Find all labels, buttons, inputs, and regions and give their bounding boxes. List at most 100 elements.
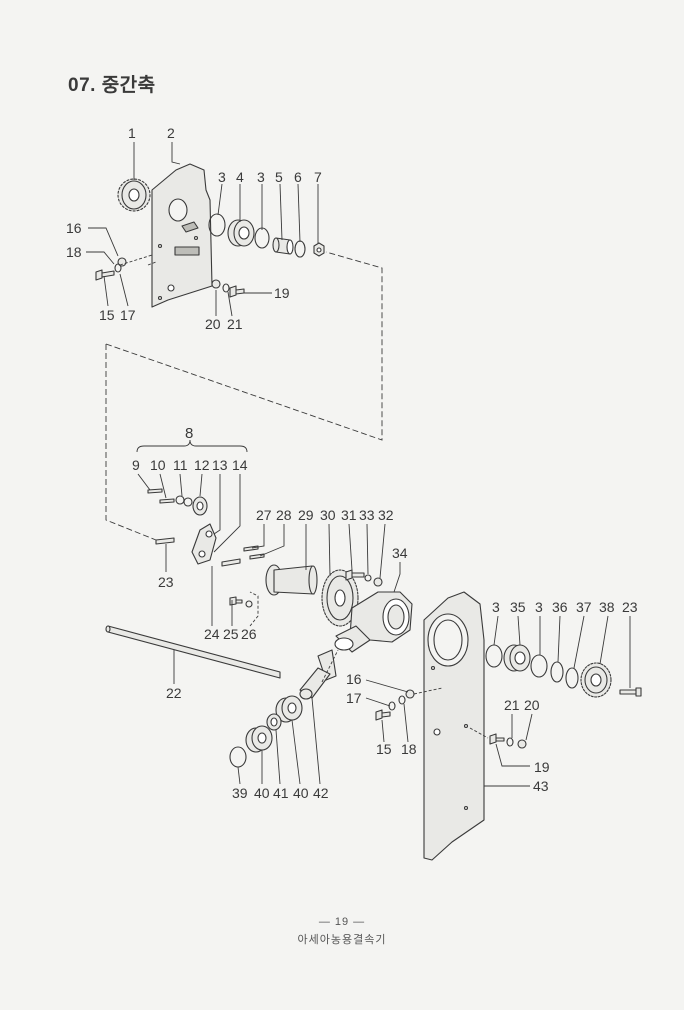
pin-23a bbox=[155, 537, 175, 545]
part-number-labels: 1 2 3 4 3 5 6 7 16 18 15 17 19 20 21 8 9… bbox=[66, 125, 638, 801]
label-18: 18 bbox=[66, 244, 82, 260]
parts-drawing bbox=[95, 163, 642, 861]
label-38: 38 bbox=[599, 599, 615, 615]
washer-6 bbox=[294, 240, 306, 258]
label-6: 6 bbox=[294, 169, 302, 185]
label-2: 2 bbox=[167, 125, 175, 141]
washer-26 bbox=[245, 600, 253, 608]
gear-1 bbox=[117, 178, 151, 212]
label-34: 34 bbox=[392, 545, 408, 561]
label-11: 11 bbox=[173, 457, 188, 473]
section-title: 07. 중간축 bbox=[68, 75, 156, 96]
label-30: 30 bbox=[320, 507, 336, 523]
washer-18 bbox=[114, 263, 122, 273]
ring-37 bbox=[565, 667, 579, 689]
snap-ring-3a bbox=[208, 213, 226, 237]
label-20b: 20 bbox=[524, 697, 540, 713]
label-19b: 19 bbox=[534, 759, 550, 775]
bushing-5 bbox=[272, 237, 294, 255]
hub-29 bbox=[265, 564, 318, 596]
nut-32 bbox=[373, 577, 383, 587]
label-20: 20 bbox=[205, 316, 221, 332]
label-17: 17 bbox=[120, 307, 136, 323]
bearing-40a bbox=[275, 695, 303, 723]
pin-24 bbox=[221, 558, 241, 567]
nut-20 bbox=[211, 279, 221, 289]
label-23b: 23 bbox=[622, 599, 638, 615]
washer-21b bbox=[506, 737, 514, 747]
pin-27 bbox=[243, 545, 259, 552]
bolt-25 bbox=[229, 596, 243, 606]
label-43: 43 bbox=[533, 778, 549, 794]
bearing-4 bbox=[227, 219, 255, 247]
label-21b: 21 bbox=[504, 697, 520, 713]
leader-lines bbox=[86, 142, 631, 787]
washer-18b bbox=[398, 695, 406, 705]
lever-arm-13 bbox=[191, 523, 217, 565]
bevel-pinion-42 bbox=[299, 649, 337, 700]
label-8: 8 bbox=[185, 425, 193, 442]
label-21: 21 bbox=[227, 316, 243, 332]
label-3b: 3 bbox=[257, 169, 265, 185]
label-41: 41 bbox=[273, 785, 289, 801]
label-36: 36 bbox=[552, 599, 568, 615]
label-25: 25 bbox=[223, 626, 239, 642]
washer-11a bbox=[175, 495, 185, 505]
label-3a: 3 bbox=[218, 169, 226, 185]
bolt-19b bbox=[489, 733, 505, 745]
label-15b: 15 bbox=[376, 741, 392, 757]
label-40a: 40 bbox=[254, 785, 270, 801]
washer-21 bbox=[222, 283, 230, 293]
label-23a: 23 bbox=[158, 574, 174, 590]
label-7: 7 bbox=[314, 169, 322, 185]
snap-ring-3b bbox=[254, 227, 270, 249]
page-footer-caption: 아세아농용결속기 bbox=[297, 934, 387, 946]
label-1: 1 bbox=[128, 125, 136, 141]
pin-9 bbox=[147, 488, 163, 494]
roller-12 bbox=[192, 496, 208, 516]
label-12: 12 bbox=[194, 457, 210, 473]
label-26: 26 bbox=[241, 626, 257, 642]
label-32: 32 bbox=[378, 507, 394, 523]
collar-41 bbox=[266, 713, 282, 731]
pin-28 bbox=[249, 553, 265, 560]
label-29: 29 bbox=[298, 507, 314, 523]
snap-ring-3d bbox=[530, 654, 548, 678]
washer-33 bbox=[364, 574, 372, 582]
bevel-gear-30 bbox=[321, 569, 359, 627]
gear-38 bbox=[580, 662, 612, 698]
bolt-23b bbox=[619, 687, 642, 697]
label-39: 39 bbox=[232, 785, 248, 801]
label-28: 28 bbox=[276, 507, 292, 523]
label-35: 35 bbox=[510, 599, 526, 615]
label-10: 10 bbox=[150, 457, 166, 473]
label-13: 13 bbox=[212, 457, 228, 473]
label-33: 33 bbox=[359, 507, 375, 523]
label-24: 24 bbox=[204, 626, 220, 642]
label-19: 19 bbox=[274, 285, 290, 301]
label-16b: 16 bbox=[346, 671, 362, 687]
bearing-40b bbox=[245, 725, 273, 753]
label-3c: 3 bbox=[492, 599, 500, 615]
label-27: 27 bbox=[256, 507, 272, 523]
label-3d: 3 bbox=[535, 599, 543, 615]
label-31: 31 bbox=[341, 507, 357, 523]
gear-case-34 bbox=[334, 591, 413, 653]
nut-16b bbox=[405, 689, 415, 699]
label-4: 4 bbox=[236, 169, 244, 185]
upper-plate-2 bbox=[151, 163, 213, 308]
washer-11b bbox=[183, 497, 193, 507]
snap-ring-39 bbox=[229, 746, 247, 768]
label-22: 22 bbox=[166, 685, 182, 701]
bearing-35 bbox=[503, 644, 531, 672]
label-37: 37 bbox=[576, 599, 592, 615]
long-shaft-22 bbox=[105, 625, 281, 679]
spacer-36 bbox=[550, 661, 564, 683]
pin-10 bbox=[159, 498, 175, 504]
bolt-15 bbox=[95, 269, 115, 281]
bolt-15b bbox=[375, 709, 391, 721]
bolt-19 bbox=[229, 285, 245, 298]
label-14: 14 bbox=[232, 457, 248, 473]
